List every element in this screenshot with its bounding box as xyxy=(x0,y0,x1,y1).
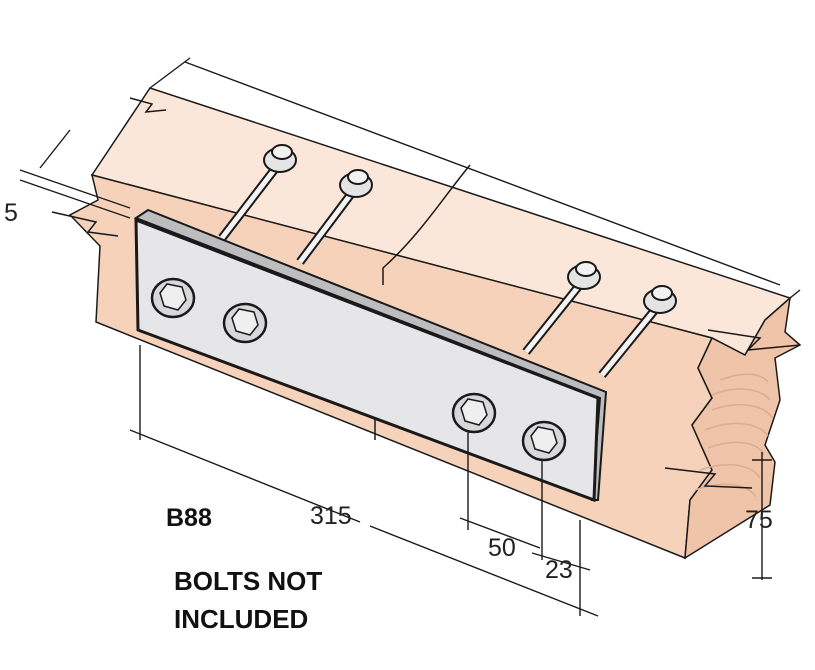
dimension-labels: 5 315 50 23 75 xyxy=(4,199,773,584)
dim-height-label: 75 xyxy=(745,506,773,534)
rod-1 xyxy=(218,144,297,241)
steel-plate xyxy=(133,208,608,503)
hex-nut-2 xyxy=(222,302,268,344)
break-mark-left xyxy=(129,97,167,113)
dim-thickness-label: 5 xyxy=(4,199,18,227)
timber-grain xyxy=(694,373,773,498)
hex-nut-3 xyxy=(451,392,497,434)
rod-3 xyxy=(522,261,601,355)
bolts-note-line-2: INCLUDED xyxy=(174,604,309,634)
hex-nut-1 xyxy=(150,277,196,319)
timber-end-face xyxy=(684,296,802,560)
rod-2 xyxy=(296,169,373,265)
break-mark-right xyxy=(707,329,801,351)
dimension-lines xyxy=(19,57,801,617)
dim-length-label: 315 xyxy=(310,502,352,530)
rod-4 xyxy=(598,285,677,378)
product-code: B88 xyxy=(166,504,212,532)
threaded-rods xyxy=(218,144,677,378)
dim-bolt-spacing-label: 50 xyxy=(488,534,516,562)
dim-edge-distance-label: 23 xyxy=(545,556,573,584)
bolts-note-line-1: BOLTS NOT xyxy=(174,566,323,596)
plate-thickness-edge xyxy=(133,208,608,501)
hex-nut-4 xyxy=(521,420,567,462)
